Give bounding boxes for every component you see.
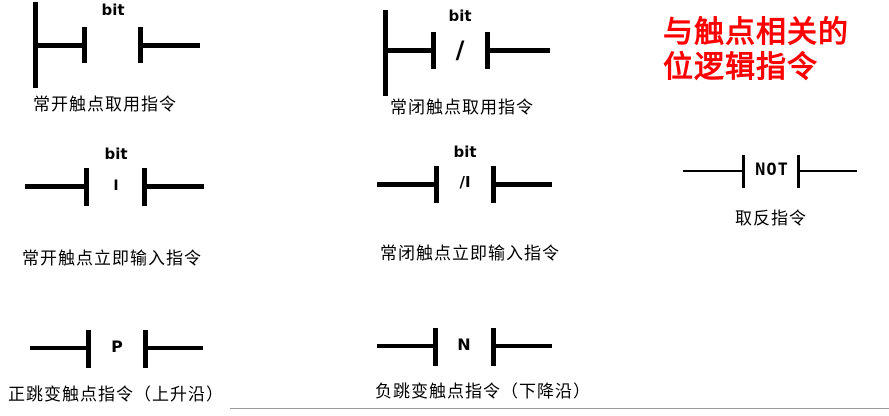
contact-tick-right (142, 168, 147, 206)
contact-tick-left (431, 32, 436, 69)
contact-wire-right (800, 170, 857, 172)
contact-wire-right (490, 48, 550, 53)
contact-wire-left (38, 43, 83, 48)
bit-label: bit (101, 1, 125, 19)
contact-slash: / (455, 36, 465, 64)
contact-center-glyph: N (457, 335, 471, 354)
contact-tick-right (491, 166, 496, 203)
contact-wire-right (143, 43, 200, 48)
contact-caption: 常闭触点立即输入指令 (380, 244, 560, 264)
contact-wire-left (25, 184, 85, 189)
contact-wire-left (30, 346, 88, 350)
contact-wire-left (683, 170, 742, 172)
slide-title-line2: 位逻辑指令 (663, 50, 818, 85)
contact-tick-left (86, 330, 91, 368)
contact-caption: 常开触点立即输入指令 (22, 249, 202, 269)
bottom-divider-line (230, 408, 889, 409)
contact-wire-left (377, 182, 435, 187)
contact-tick-left (433, 328, 438, 366)
contact-center-glyph: P (111, 337, 123, 356)
contact-tick-right (491, 328, 496, 366)
contact-caption: 常开触点取用指令 (33, 95, 177, 115)
contact-center-glyph: /I (459, 173, 471, 191)
contact-center-glyph: I (113, 178, 119, 194)
contact-wire-right (496, 344, 552, 348)
contact-caption: 负跳变触点指令（下降沿） (375, 382, 591, 402)
contact-center-glyph: NOT (755, 160, 789, 180)
bit-label: bit (453, 143, 477, 161)
contact-tick-left (82, 27, 87, 63)
bit-label: bit (104, 145, 128, 163)
contact-tick-right (797, 155, 800, 188)
contact-tick-left (742, 155, 745, 188)
contact-tick-left (434, 166, 439, 203)
contact-wire-left (388, 48, 432, 53)
contact-wire-right (148, 346, 203, 350)
contact-caption: 正跳变触点指令（上升沿） (8, 385, 224, 405)
contact-tick-right (138, 27, 143, 63)
contact-tick-left (84, 168, 89, 206)
bit-label: bit (448, 7, 472, 25)
contact-wire-left (377, 344, 433, 348)
contact-wire-right (496, 182, 552, 187)
contact-wire-right (147, 184, 204, 189)
slide-title-line1: 与触点相关的 (663, 15, 849, 50)
contact-tick-right (143, 330, 148, 368)
contact-tick-right (485, 32, 490, 69)
contact-caption: 常闭触点取用指令 (390, 98, 534, 118)
power-rail (383, 10, 388, 96)
contact-caption: 取反指令 (735, 209, 807, 229)
power-rail (33, 2, 38, 88)
